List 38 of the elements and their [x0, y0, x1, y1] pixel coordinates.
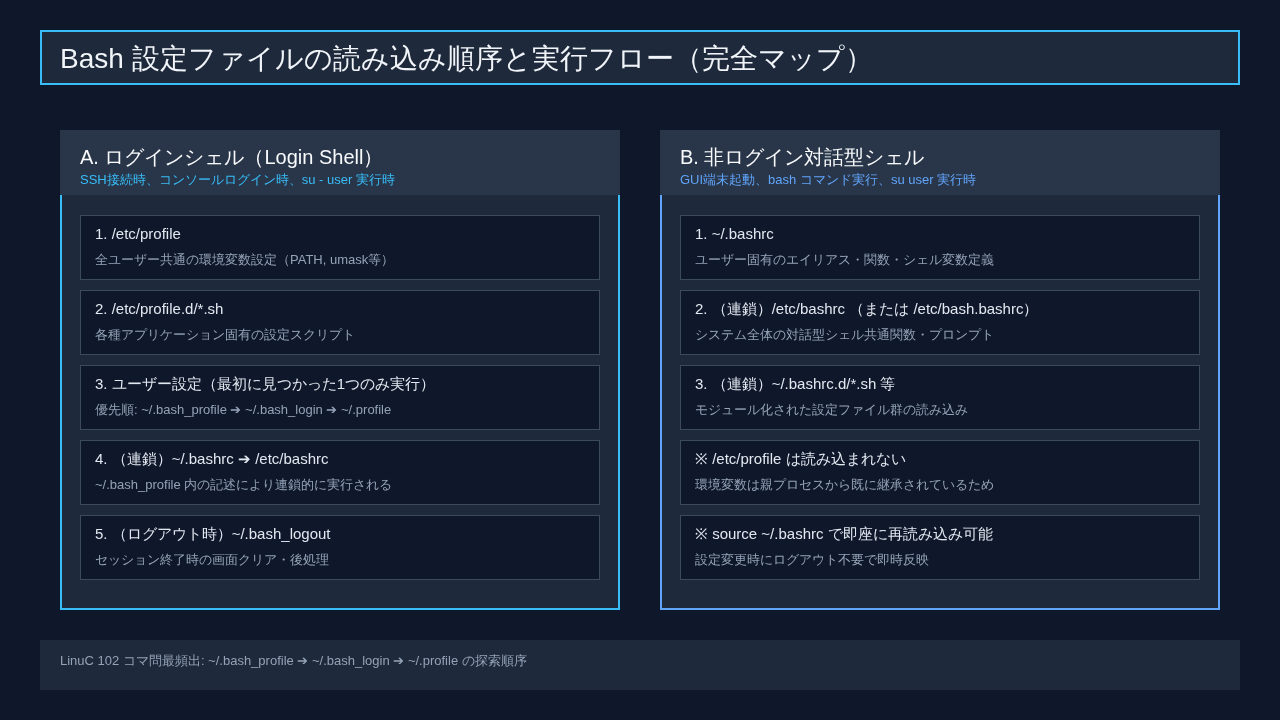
step-description: 優先順: ~/.bash_profile ➔ ~/.bash_login ➔ ~/.profile — [95, 402, 392, 418]
step-description: 設定変更時にログアウト不要で即時反映 — [695, 552, 929, 568]
step-box — [680, 440, 1200, 505]
step-title: ※ source ~/.bashrc で即座に再読み込み可能 — [695, 525, 993, 543]
panel — [60, 130, 620, 610]
step-description: ~/.bash_profile 内の記述により連鎖的に実行される — [95, 477, 393, 493]
step-title: 3. （連鎖）~/.bashrc.d/*.sh 等 — [695, 375, 896, 393]
panel-heading: A. ログインシェル（Login Shell） — [80, 145, 384, 169]
step-title: 1. /etc/profile — [95, 225, 181, 243]
note-text: LinuC 102 コマ問最頻出: ~/.bash_profile ➔ ~/.bash_login ➔ ~/.profile の探索順序 — [60, 653, 527, 669]
step-description: 環境変数は親プロセスから既に継承されているため — [695, 477, 994, 493]
step-title: 2. （連鎖）/etc/bashrc （または /etc/bash.bashrc） — [695, 300, 1039, 318]
step-description: 全ユーザー共通の環境変数設定（PATH, umask等） — [95, 252, 395, 268]
step-title: ※ /etc/profile は読み込まれない — [695, 450, 906, 468]
step-box — [680, 290, 1200, 355]
step-description: 各種アプリケーション固有の設定スクリプト — [95, 327, 355, 343]
step-box — [80, 515, 600, 580]
step-title: 2. /etc/profile.d/*.sh — [95, 300, 224, 318]
panel-subheading: SSH接続時、コンソールログイン時、su - user 実行時 — [80, 172, 395, 188]
step-box — [80, 440, 600, 505]
step-description: ユーザー固有のエイリアス・関数・シェル変数定義 — [695, 252, 994, 268]
step-description: セッション終了時の画面クリア・後処理 — [95, 552, 329, 568]
step-description: モジュール化された設定ファイル群の読み込み — [695, 402, 968, 418]
step-description: システム全体の対話型シェル共通関数・プロンプト — [695, 327, 994, 343]
panel-heading: B. 非ログイン対話型シェル — [680, 145, 925, 169]
step-box — [680, 515, 1200, 580]
step-title: 1. ~/.bashrc — [695, 225, 774, 243]
step-box — [680, 365, 1200, 430]
panel-subheading: GUI端末起動、bash コマンド実行、su user 実行時 — [680, 172, 977, 188]
step-box — [80, 365, 600, 430]
step-title: 5. （ログアウト時）~/.bash_logout — [95, 525, 331, 543]
step-title: 4. （連鎖）~/.bashrc ➔ /etc/bashrc — [95, 450, 329, 468]
step-box — [680, 215, 1200, 280]
step-box — [80, 215, 600, 280]
step-title: 3. ユーザー設定（最初に見つかった1つのみ実行） — [95, 375, 436, 393]
step-box — [80, 290, 600, 355]
title: Bash 設定ファイルの読み込み順序と実行フロー（完全マップ） — [60, 42, 873, 76]
panel — [660, 130, 1220, 610]
